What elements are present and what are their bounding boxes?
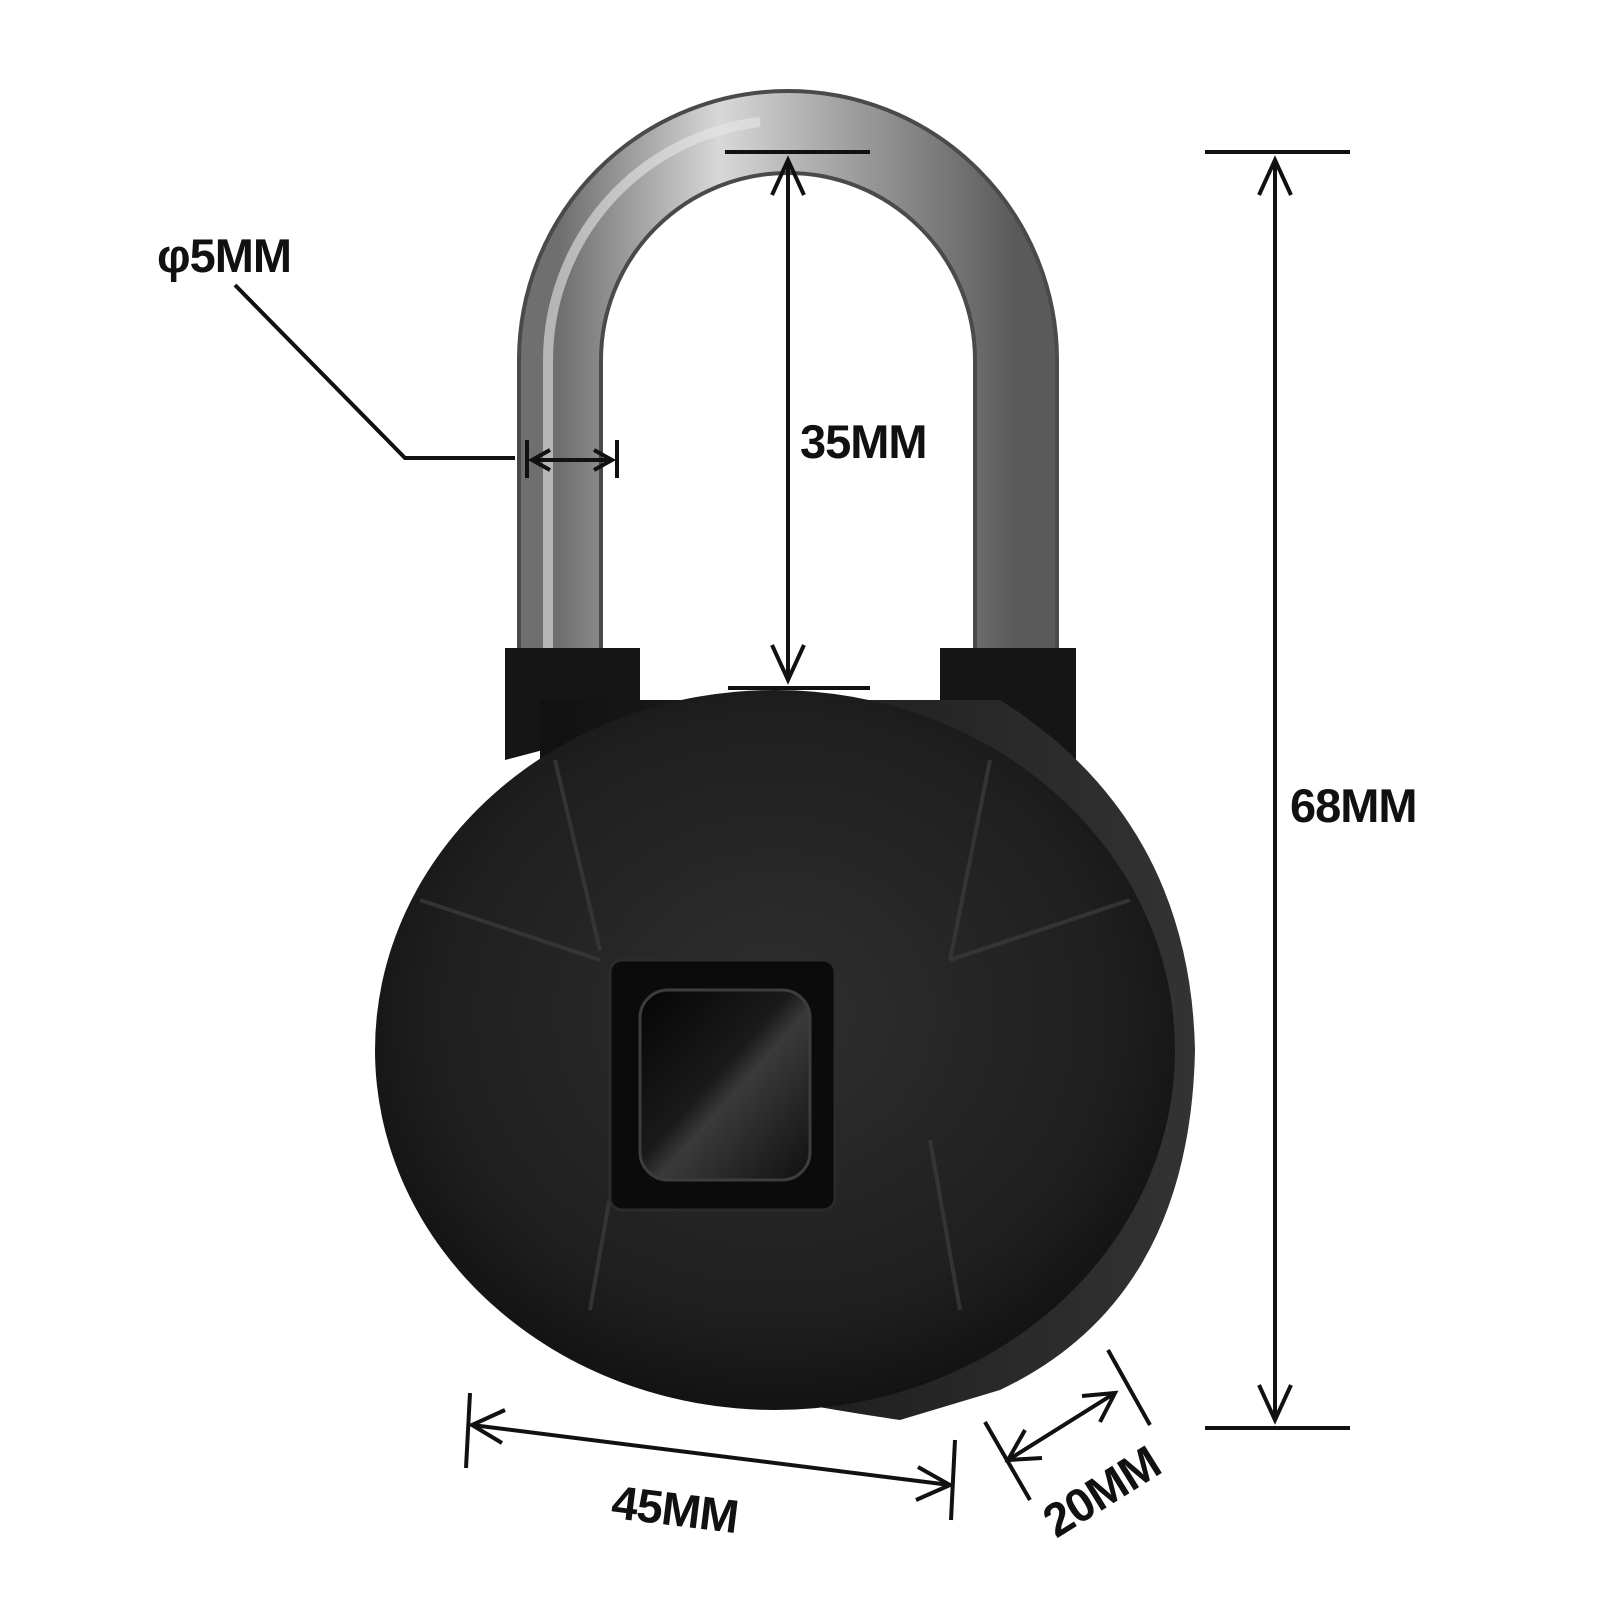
dim-35-arrow-bottom: [770, 644, 806, 685]
label-total-height: 68MM: [1290, 779, 1418, 832]
dim-45-arrow-left: [467, 1408, 506, 1445]
body-facets: [419, 759, 1131, 1311]
dim-68-arrow-top: [1257, 155, 1293, 196]
label-shackle-diameter: φ5MM: [157, 229, 292, 282]
dim-35-arrow-top: [770, 155, 806, 196]
shackle-sheen: [543, 117, 761, 650]
dim-20-tick-right: [1106, 1349, 1152, 1426]
dim-20-line: [1006, 1391, 1117, 1462]
dim-45-tick-left: [464, 1392, 472, 1469]
dim-20-arrow-right: [1081, 1390, 1119, 1423]
dim-45-arrow-right: [915, 1465, 955, 1502]
dim-5-arrow-right: [593, 448, 617, 472]
dim-45-line: [471, 1423, 951, 1487]
dim-68-arrow-bottom: [1257, 1384, 1293, 1425]
label-shackle-clearance: 35MM: [800, 415, 928, 468]
dimension-lines: [233, 150, 1350, 1521]
dim-5-leader: [233, 283, 515, 460]
dim-45-tick-right: [949, 1439, 957, 1521]
dim-20-arrow-left: [1004, 1429, 1043, 1463]
fingerprint-sensor-icon: [638, 988, 812, 1182]
dim-5-arrow-left: [527, 448, 551, 472]
shackle-highlight: [521, 93, 1055, 660]
